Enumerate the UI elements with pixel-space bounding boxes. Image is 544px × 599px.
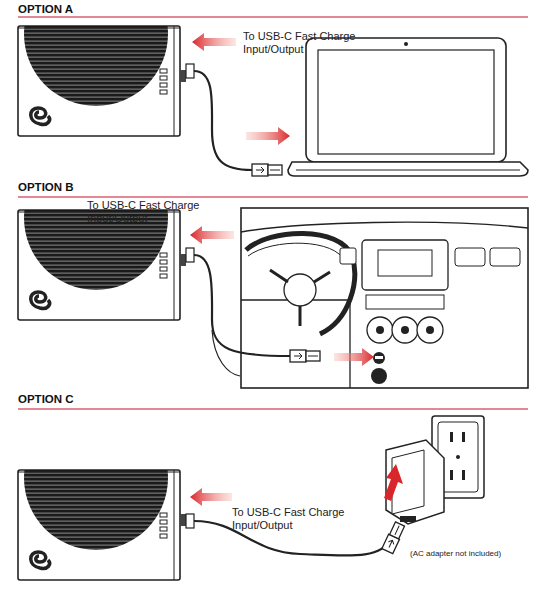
- section-heading: OPTION A: [18, 3, 73, 16]
- port-label: To USB-C Fast Charge Input/Output: [232, 506, 356, 532]
- port-label: To USB-C Fast Charge Input/Output: [87, 199, 211, 225]
- note-text: (AC adapter not included): [410, 549, 540, 559]
- port-label: To USB-C Fast Charge Input/Output: [243, 30, 367, 56]
- section-heading: OPTION C: [18, 393, 74, 406]
- section-heading: OPTION B: [18, 181, 74, 194]
